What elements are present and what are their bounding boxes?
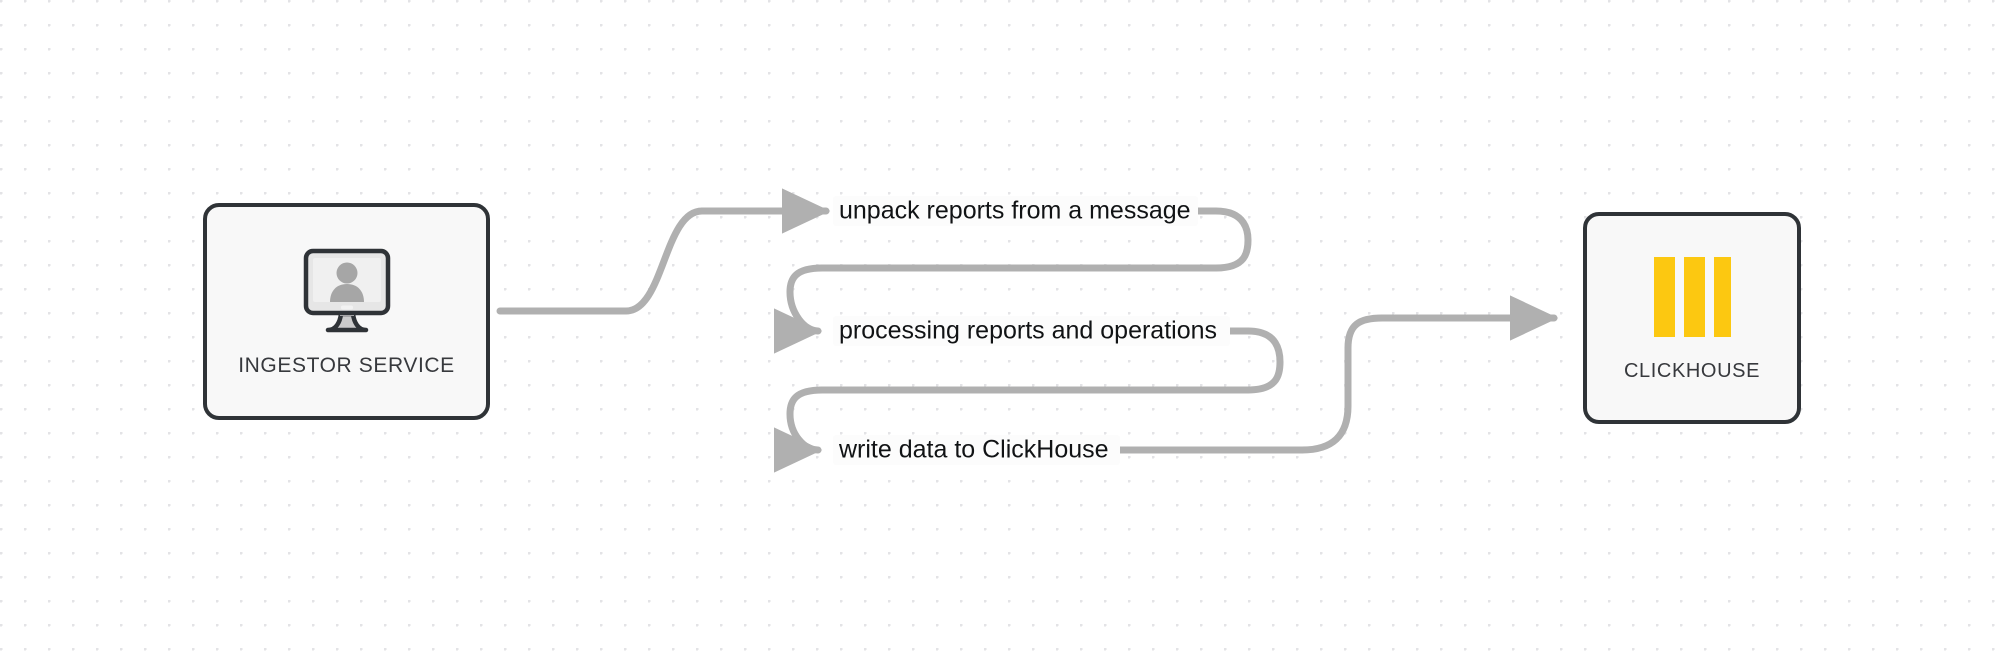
edge-label-processing-reports: processing reports and operations [839,316,1218,345]
edge-label-backdrop [833,196,1198,226]
edge-path-segment-4 [1116,295,1559,454]
edge-path-segment-1 [496,188,831,315]
node-label-ingestor-service: INGESTOR SERVICE [238,353,455,377]
edge-label-unpack-reports: unpack reports from a message [839,196,1191,225]
node-clickhouse[interactable]: CLICKHOUSE [1583,212,1801,424]
node-ingestor-service[interactable]: INGESTOR SERVICE [203,203,490,420]
clickhouse-bars-icon [1650,254,1734,340]
edge-path-segment-3 [773,327,1284,473]
node-label-clickhouse: CLICKHOUSE [1623,359,1761,382]
monitor-user-icon [298,246,396,338]
edge-label-backdrop [833,435,1120,465]
edge-label-backdrop [833,316,1230,346]
edge-path-segment-2 [773,207,1252,354]
edge-label-write-data: write data to ClickHouse [839,435,1109,464]
